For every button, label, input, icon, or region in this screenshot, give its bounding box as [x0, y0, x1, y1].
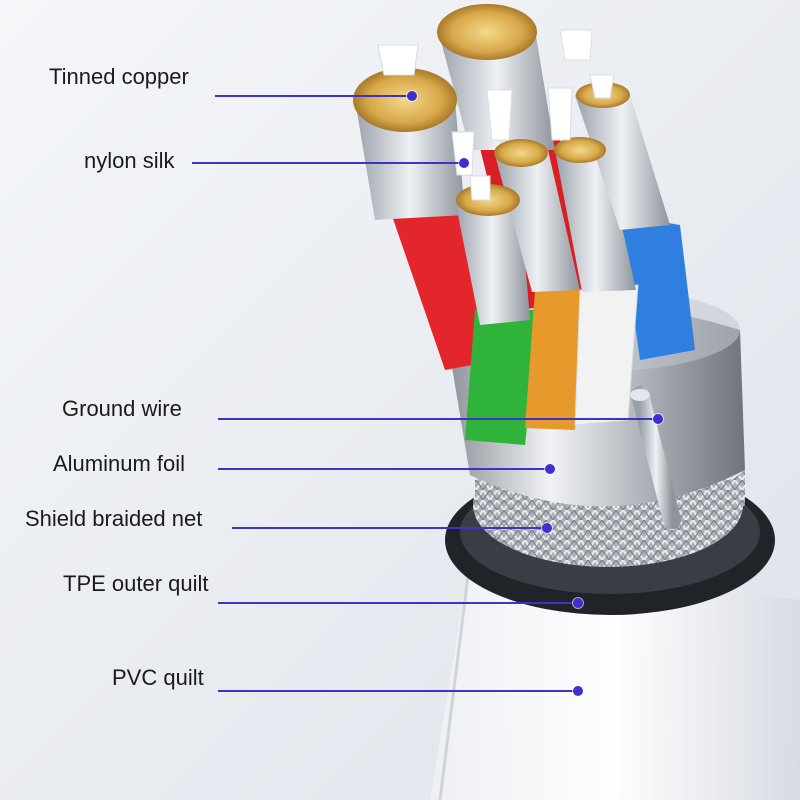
- pointer-dot-pvc-quilt: [573, 686, 583, 696]
- label-aluminum-foil: Aluminum foil: [53, 451, 186, 476]
- pointer-dot-nylon-silk: [459, 158, 469, 168]
- label-pvc-quilt: PVC quilt: [112, 665, 204, 690]
- label-nylon-silk: nylon silk: [84, 148, 175, 173]
- label-tinned-copper: Tinned copper: [49, 64, 189, 89]
- leader-line-nylon-silk: [192, 162, 464, 164]
- leader-line-shield-braided-net: [232, 527, 547, 529]
- pointer-dot-tinned-copper: [407, 91, 417, 101]
- leader-line-ground-wire: [218, 418, 658, 420]
- label-shield-braided-net: Shield braided net: [25, 506, 203, 531]
- leader-line-tinned-copper: [215, 95, 412, 97]
- leader-line-pvc-quilt: [218, 690, 578, 692]
- pointer-dot-tpe-outer-quilt: [573, 598, 583, 608]
- pointer-dot-ground-wire: [653, 414, 663, 424]
- leader-line-aluminum-foil: [218, 468, 550, 470]
- label-ground-wire: Ground wire: [62, 396, 182, 421]
- leader-line-tpe-outer-quilt: [218, 602, 578, 604]
- pointer-dot-aluminum-foil: [545, 464, 555, 474]
- pointer-dot-shield-braided-net: [542, 523, 552, 533]
- label-tpe-outer-quilt: TPE outer quilt: [63, 571, 209, 596]
